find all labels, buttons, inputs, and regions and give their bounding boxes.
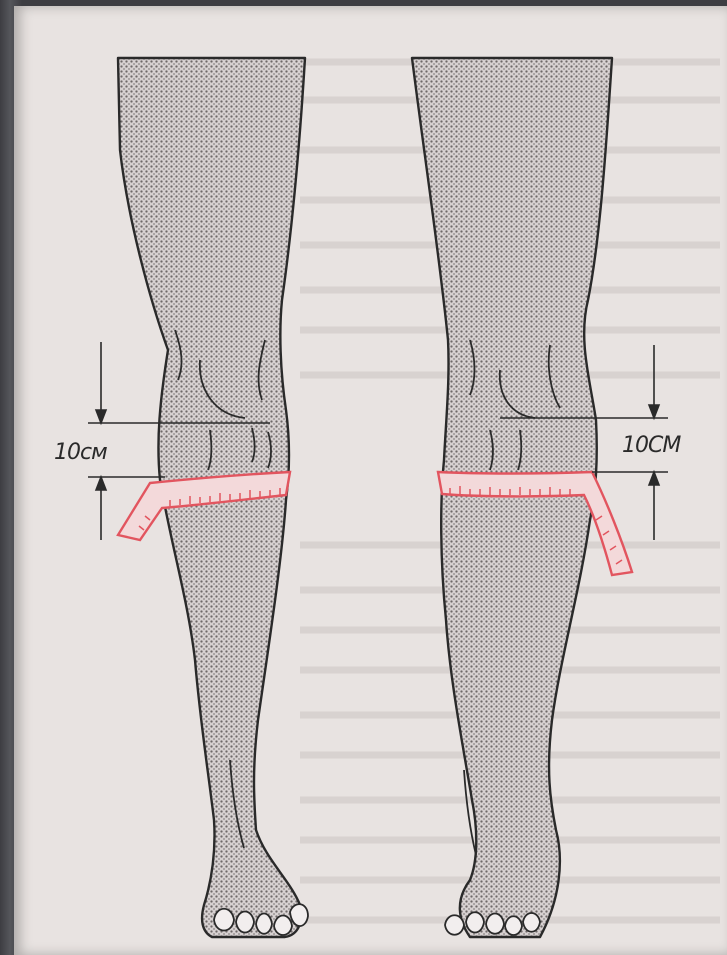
right-measure-label: 10СМ (622, 433, 680, 458)
left-measure-label: 10см (54, 440, 107, 465)
